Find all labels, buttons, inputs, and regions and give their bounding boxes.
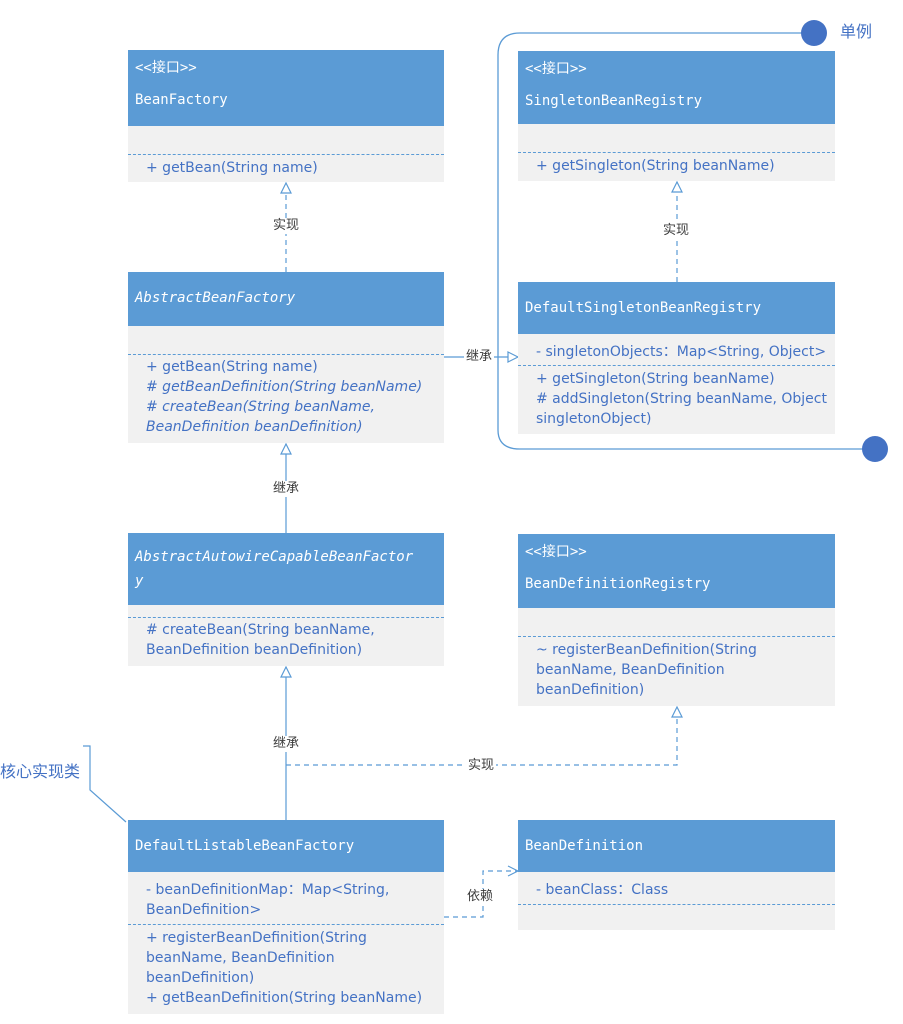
method: beanDefinition) [146, 970, 255, 986]
attributes-section [518, 608, 835, 636]
class-bean-definition-registry: <<接口>> BeanDefinitionRegistry ~ register… [518, 534, 835, 706]
label-extends-aacbf: 继承 [271, 736, 302, 752]
methods-section: + registerBeanDefinition(String beanName… [128, 924, 444, 1008]
method: singletonObject) [536, 411, 652, 427]
class-name: AbstractBeanFactory [135, 290, 296, 306]
class-header: DefaultListableBeanFactory [128, 820, 444, 872]
method: beanName, BeanDefinition [146, 950, 335, 966]
class-name: DefaultSingletonBeanRegistry [525, 300, 762, 316]
method: + getBean(String name) [146, 359, 318, 375]
edge-dlbf-implements-bdr [286, 707, 677, 766]
singleton-dot-top [801, 20, 827, 46]
label-implements-bdr: 实现 [466, 758, 497, 774]
methods-section: + getBean(String name) [128, 154, 444, 178]
class-abstract-bean-factory: AbstractBeanFactory + getBean(String nam… [128, 272, 444, 443]
label-implements-bf: 实现 [271, 218, 302, 234]
class-singleton-bean-registry: <<接口>> SingletonBeanRegistry + getSingle… [518, 51, 835, 181]
attribute: - beanClass：Class [536, 882, 669, 898]
attributes-section: - beanClass：Class [518, 872, 835, 904]
label-extends-abf: 继承 [271, 481, 302, 497]
attributes-section: - singletonObjects：Map<String, Object> [518, 334, 835, 365]
method: + getBean(String name) [146, 160, 318, 176]
label-core-impl: 核心实现类 [0, 762, 81, 781]
class-header: BeanDefinition [518, 820, 835, 872]
class-header: <<接口>> BeanDefinitionRegistry [518, 534, 835, 608]
method: + getSingleton(String beanName) [536, 158, 775, 174]
class-name-wrap: y [135, 573, 144, 589]
method: + registerBeanDefinition(String [146, 930, 367, 946]
methods-section: ~ registerBeanDefinition(String beanName… [518, 636, 835, 700]
method: beanDefinition) [536, 682, 645, 698]
method: # addSingleton(String beanName, Object [536, 391, 827, 407]
method: # createBean(String beanName, [146, 622, 375, 638]
method: BeanDefinition beanDefinition) [146, 419, 363, 435]
class-header: DefaultSingletonBeanRegistry [518, 282, 835, 334]
class-name: BeanDefinitionRegistry [525, 576, 711, 592]
method: BeanDefinition beanDefinition) [146, 642, 363, 658]
attribute: - singletonObjects：Map<String, Object> [536, 344, 827, 360]
singleton-dot-bottom [862, 436, 888, 462]
methods-section: # createBean(String beanName, BeanDefini… [128, 617, 444, 660]
class-name: AbstractAutowireCapableBeanFactor [135, 549, 414, 565]
attributes-section [128, 126, 444, 154]
methods-section [518, 904, 835, 925]
method: + getBeanDefinition(String beanName) [146, 990, 423, 1006]
label-depends-bd: 依赖 [465, 889, 496, 905]
method: beanName, BeanDefinition [536, 662, 725, 678]
singleton-group-bracket [497, 32, 874, 450]
methods-section: + getSingleton(String beanName) [518, 152, 835, 176]
stereotype-label: <<接口>> [525, 61, 587, 77]
class-name: SingletonBeanRegistry [525, 93, 703, 109]
method: + getSingleton(String beanName) [536, 371, 775, 387]
class-default-singleton-bean-registry: DefaultSingletonBeanRegistry - singleton… [518, 282, 835, 434]
attributes-section [128, 326, 444, 354]
stereotype-label: <<接口>> [525, 544, 587, 560]
label-extends-dsbr: 继承 [464, 349, 495, 365]
class-header: <<接口>> SingletonBeanRegistry [518, 51, 835, 124]
class-header: <<接口>> BeanFactory [128, 50, 444, 126]
methods-section: + getBean(String name) # getBeanDefiniti… [128, 354, 444, 437]
label-singleton: 单例 [840, 22, 873, 41]
class-header: AbstractAutowireCapableBeanFactor y [128, 533, 444, 605]
core-impl-bracket [83, 745, 127, 823]
class-abstract-autowire-capable-bean-factory: AbstractAutowireCapableBeanFactor y # cr… [128, 533, 444, 666]
label-implements-sbr: 实现 [661, 223, 692, 239]
method: ~ registerBeanDefinition(String [536, 642, 757, 658]
class-header: AbstractBeanFactory [128, 272, 444, 326]
attributes-section [518, 124, 835, 152]
attributes-section [128, 605, 444, 617]
attribute: - beanDefinitionMap：Map<String, [146, 882, 390, 898]
class-bean-factory: <<接口>> BeanFactory + getBean(String name… [128, 50, 444, 182]
class-default-listable-bean-factory: DefaultListableBeanFactory - beanDefinit… [128, 820, 444, 1014]
method: # createBean(String beanName, [146, 399, 375, 415]
method: # getBeanDefinition(String beanName) [146, 379, 423, 395]
stereotype-label: <<接口>> [135, 60, 197, 76]
methods-section: + getSingleton(String beanName) # addSin… [518, 365, 835, 429]
class-name: DefaultListableBeanFactory [135, 838, 355, 854]
class-bean-definition: BeanDefinition - beanClass：Class [518, 820, 835, 930]
attributes-section: - beanDefinitionMap：Map<String, BeanDefi… [128, 872, 444, 924]
class-name: BeanFactory [135, 92, 228, 108]
class-name: BeanDefinition [525, 838, 644, 854]
attribute: BeanDefinition> [146, 902, 262, 918]
edge-dlbf-depends-bd [444, 871, 518, 918]
